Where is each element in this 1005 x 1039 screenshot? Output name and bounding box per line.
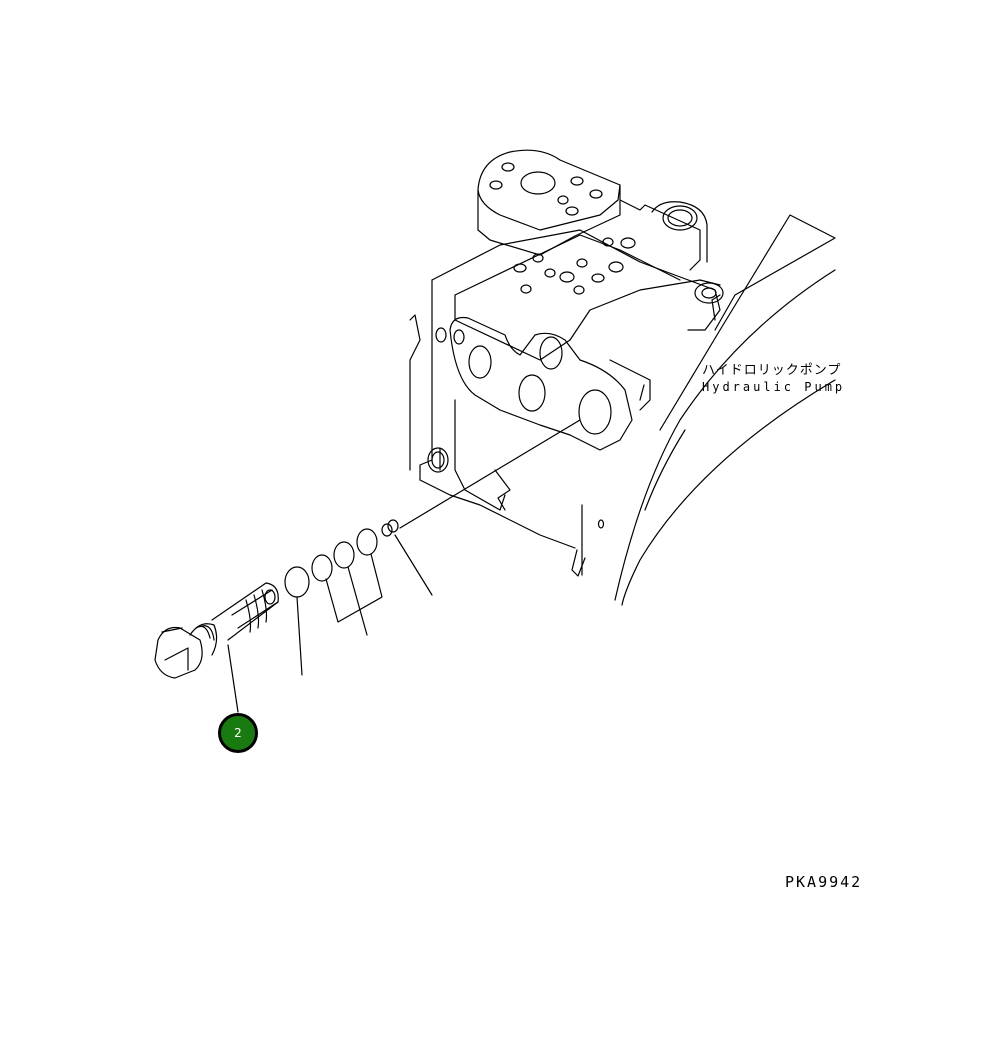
backup-ring-set <box>311 528 383 636</box>
plug-assembly <box>154 582 279 713</box>
callout-number: 2 <box>234 726 242 740</box>
component-label-en: Hydraulic Pump <box>702 380 846 394</box>
o-ring <box>284 566 310 676</box>
assembly-leader-lines <box>394 419 581 596</box>
callout-bubble-2[interactable]: 2 <box>218 713 258 753</box>
pump-housing-ring <box>614 214 836 606</box>
component-label-jp: ハイドロリックポンプ <box>702 363 842 378</box>
drawing-code: PKA9942 <box>785 873 863 891</box>
hydraulic-pump-body <box>409 149 724 577</box>
small-fitting <box>381 519 399 537</box>
